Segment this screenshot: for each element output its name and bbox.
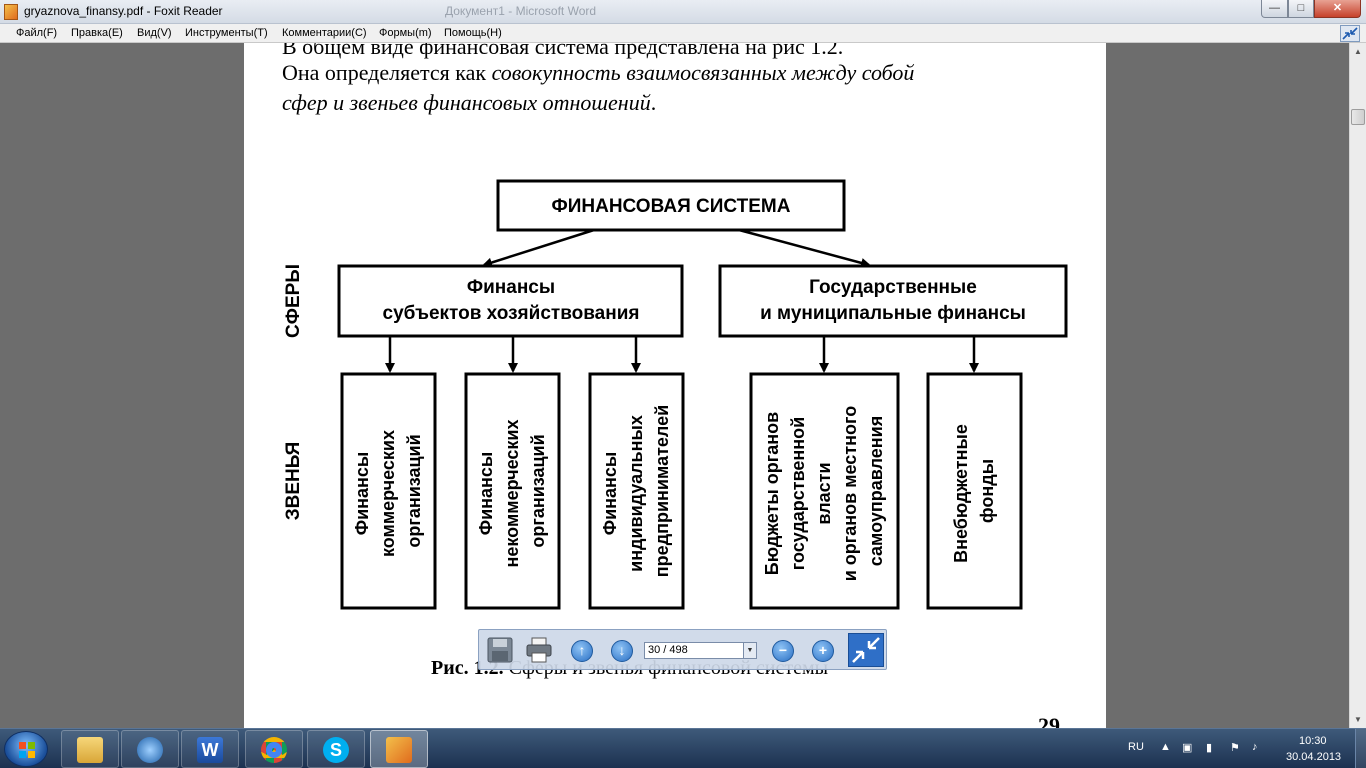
side-label-links: ЗВЕНЬЯ [283, 442, 304, 521]
menu-view[interactable]: Вид(V) [137, 27, 172, 39]
taskbar-skype[interactable]: S [307, 730, 365, 768]
windows-taskbar: W S RU ▲ ▣ ▮ ⚑ ♪ 10:30 30.04.2013 [0, 728, 1366, 768]
sphere-right-box [718, 264, 1068, 338]
link-box-1 [340, 372, 437, 610]
zoom-in-button[interactable]: + [812, 640, 834, 662]
tray-device-icon[interactable]: ▣ [1182, 742, 1193, 754]
volume-icon[interactable]: ♪ [1252, 741, 1258, 753]
media-player-icon [137, 737, 163, 763]
taskbar-foxit-reader[interactable] [370, 730, 428, 768]
link-1-text: Финансы коммерческих организаций [352, 425, 424, 557]
next-page-button[interactable]: ↓ [611, 640, 633, 662]
chrome-icon [261, 737, 287, 763]
sphere-right-line-2: и муниципальные финансы [760, 303, 1026, 324]
zoom-out-button[interactable]: − [772, 640, 794, 662]
link-2-text: Финансы некоммерческих организаций [476, 415, 548, 568]
clock-date[interactable]: 30.04.2013 [1286, 751, 1342, 763]
taskbar-word[interactable]: W [181, 730, 239, 768]
scrollbar-thumb[interactable] [1351, 109, 1365, 125]
taskbar-explorer[interactable] [61, 730, 119, 768]
chevron-down-icon[interactable]: ▼ [743, 643, 756, 658]
sphere-left-line-2: субъектов хозяйствования [383, 303, 640, 324]
menu-comments[interactable]: Комментарии(C) [282, 27, 367, 39]
paragraph-line-top: В общем виде финансовая система представ… [282, 43, 844, 59]
menu-edit[interactable]: Правка(E) [71, 27, 123, 39]
page-number: 29 [1038, 713, 1060, 728]
save-icon[interactable] [486, 636, 514, 664]
menu-forms[interactable]: Формы(m) [379, 27, 432, 39]
foxit-app-icon [4, 4, 18, 20]
link-box-3 [588, 372, 685, 610]
windows-logo-icon [19, 742, 35, 758]
clock-time[interactable]: 10:30 [1299, 735, 1327, 747]
vertical-scrollbar[interactable]: ▲ ▼ [1349, 43, 1366, 728]
folder-icon [77, 737, 103, 763]
link-box-5 [926, 372, 1023, 610]
show-desktop-button[interactable] [1355, 729, 1366, 768]
paragraph-line-2: сфер и звеньев финансовых отношений. [282, 90, 657, 115]
window-title: gryaznova_finansy.pdf - Foxit Reader [24, 4, 223, 18]
language-indicator[interactable]: RU [1128, 741, 1144, 753]
fit-page-icon[interactable] [848, 633, 884, 667]
financial-system-diagram: ФИНАНСОВАЯ СИСТЕМА СФЕРЫ ЗВЕНЬЯ Финансы … [283, 179, 1068, 610]
word-icon: W [197, 737, 223, 763]
previous-page-button[interactable]: ↑ [571, 640, 593, 662]
start-button[interactable] [4, 731, 48, 767]
print-icon[interactable] [525, 636, 553, 664]
scroll-down-icon[interactable]: ▼ [1354, 715, 1362, 724]
maximize-button[interactable]: □ [1288, 0, 1314, 18]
foxit-icon [386, 737, 412, 763]
side-label-spheres: СФЕРЫ [283, 264, 304, 338]
taskbar-media-player[interactable] [121, 730, 179, 768]
arrow-root-left [482, 228, 595, 268]
menu-tools[interactable]: Инструменты(T) [185, 27, 268, 39]
menu-help[interactable]: Помощь(H) [444, 27, 502, 39]
menu-bar: Файл(F) Правка(E) Вид(V) Инструменты(T) … [0, 24, 1366, 43]
exit-fullscreen-icon[interactable] [1340, 25, 1360, 42]
close-button[interactable]: ✕ [1314, 0, 1361, 18]
sphere-left-box [337, 264, 684, 338]
pdf-page: В общем виде финансовая система представ… [244, 43, 1106, 728]
sphere-left-line-1: Финансы [467, 277, 555, 298]
link-4-text: Бюджеты органов государственной власти и… [762, 401, 886, 582]
title-bar: gryaznova_finansy.pdf - Foxit Reader Док… [0, 0, 1366, 24]
tray-expand-icon[interactable]: ▲ [1160, 741, 1171, 753]
arrow-root-right [738, 228, 871, 268]
sphere-right-line-1: Государственные [809, 277, 977, 298]
root-label: ФИНАНСОВАЯ СИСТЕМА [552, 196, 791, 217]
taskbar-chrome[interactable] [245, 730, 303, 768]
link-5-text: Внебюджетные фонды [951, 419, 997, 563]
page-number-input[interactable]: 30 / 498 ▼ [644, 642, 757, 659]
menu-file[interactable]: Файл(F) [16, 27, 58, 39]
link-3-text: Финансы индивидуальных предпринимателей [600, 405, 672, 577]
action-center-flag-icon[interactable]: ⚑ [1230, 742, 1240, 754]
skype-icon: S [323, 737, 349, 763]
link-box-2 [464, 372, 561, 610]
root-box [496, 179, 846, 232]
paragraph-line-1: Она определяется как совокупность взаимо… [282, 60, 915, 85]
network-signal-icon[interactable]: ▮ [1206, 742, 1213, 754]
minimize-button[interactable]: — [1261, 0, 1288, 18]
scroll-up-icon[interactable]: ▲ [1354, 47, 1362, 56]
link-box-4 [749, 372, 900, 610]
background-window-title: Документ1 - Microsoft Word [445, 4, 597, 18]
floating-toolbar: ↑ ↓ 30 / 498 ▼ − + [478, 629, 887, 670]
